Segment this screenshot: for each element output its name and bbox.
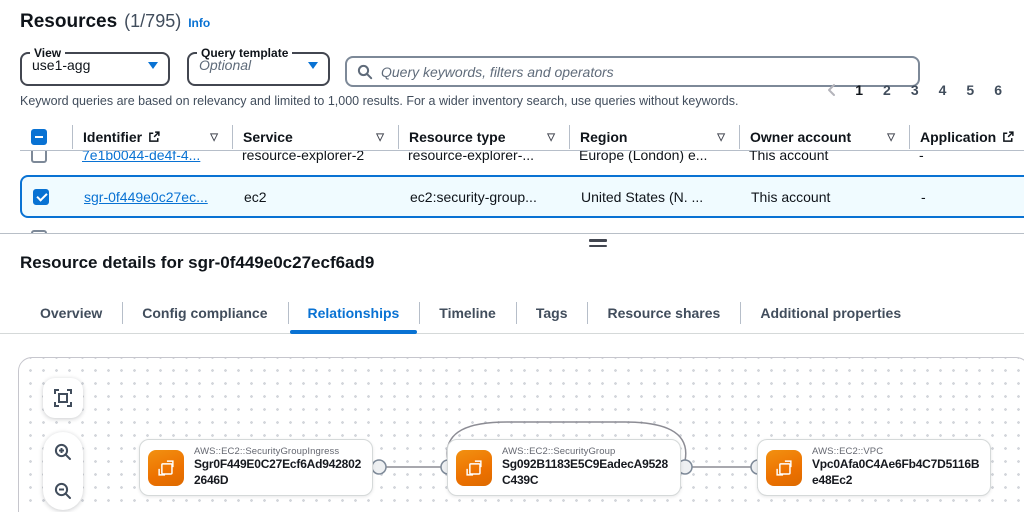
table-row[interactable]: 7e1b0044-de4f-4... resource-explorer-2 r…: [20, 151, 1024, 175]
zoom-controls: [43, 432, 83, 510]
zoom-in-button[interactable]: [43, 432, 83, 471]
zoom-in-icon: [54, 443, 71, 460]
tab-relationships[interactable]: Relationships: [287, 292, 420, 334]
query-search-box[interactable]: [345, 56, 920, 87]
chevron-down-icon: [308, 61, 318, 69]
query-template-label: Query template: [201, 46, 289, 60]
zoom-out-button[interactable]: [43, 471, 83, 510]
diagram-node-security-group-ingress[interactable]: AWS::EC2::SecurityGroupIngress Sgr0F449E…: [139, 439, 373, 496]
zoom-out-icon: [54, 482, 71, 499]
tab-timeline[interactable]: Timeline: [419, 292, 516, 333]
sort-icon[interactable]: ▽: [210, 131, 218, 143]
node-resource-type: AWS::EC2::SecurityGroup: [502, 446, 616, 458]
keyword-note: Keyword queries are based on relevancy a…: [20, 94, 739, 108]
ec2-icon: [456, 449, 492, 486]
search-input[interactable]: [381, 63, 908, 80]
query-template-select[interactable]: Query template Optional: [187, 46, 330, 86]
info-link[interactable]: Info: [188, 16, 211, 30]
tab-config-compliance[interactable]: Config compliance: [122, 292, 287, 333]
pagination-page-1[interactable]: 1: [855, 82, 864, 98]
table-header: Identifier ▽ Service ▽ Resource type ▽ R…: [20, 124, 1024, 151]
view-select-value: use1-agg: [32, 57, 91, 73]
node-resource-type: AWS::EC2::VPC: [812, 446, 884, 458]
resource-counter: (1/795): [124, 11, 182, 31]
column-header-resource-type: Resource type ▽: [398, 125, 569, 149]
page-header: Resources (1/795) Info: [20, 11, 210, 33]
fit-to-screen-icon: [54, 389, 72, 407]
sort-icon[interactable]: ▽: [717, 131, 725, 143]
tab-tags[interactable]: Tags: [515, 292, 588, 333]
pagination: 1 2 3 4 5 6: [820, 80, 1010, 100]
table-row[interactable]: default Asia Pacific (Syd... This accoun…: [20, 218, 1024, 233]
resource-details-title: Resource details for sgr-0f449e0c27ecf6a…: [20, 253, 375, 272]
identifier-link[interactable]: sgr-0f449e0c27ec...: [84, 188, 208, 205]
split-panel-drag-handle[interactable]: [589, 239, 607, 250]
identifier-link[interactable]: default: [82, 230, 124, 233]
ec2-icon: [766, 449, 802, 486]
sort-icon[interactable]: ▽: [376, 131, 384, 143]
row-checkbox[interactable]: [31, 151, 47, 163]
external-link-icon: [149, 131, 160, 142]
node-resource-id: Sgr0F449E0C27Ecf6Ad9428022646D: [194, 457, 362, 487]
row-checkbox[interactable]: [31, 230, 47, 233]
relationships-diagram-canvas[interactable]: AWS::EC2::SecurityGroupIngress Sgr0F449E…: [18, 357, 1024, 512]
node-resource-id: Vpc0Afa0C4Ae6Fb4C7D5116Be48Ec2: [812, 457, 980, 487]
node-resource-type: AWS::EC2::SecurityGroupIngress: [194, 446, 340, 458]
pagination-page-5[interactable]: 5: [966, 82, 975, 98]
column-header-identifier: Identifier ▽: [72, 125, 232, 149]
pagination-prev-icon[interactable]: [820, 81, 843, 99]
ec2-icon: [148, 449, 184, 486]
column-header-owner-account: Owner account ▽: [739, 125, 909, 149]
column-header-region: Region ▽: [569, 125, 739, 149]
row-checkbox-checked[interactable]: [33, 188, 49, 205]
pagination-page-6[interactable]: 6: [994, 82, 1002, 98]
column-header-service: Service ▽: [232, 125, 398, 149]
tab-additional-properties[interactable]: Additional properties: [740, 292, 921, 333]
page-title: Resources: [20, 11, 118, 32]
tab-overview[interactable]: Overview: [40, 305, 103, 321]
pagination-page-2[interactable]: 2: [883, 82, 891, 98]
chevron-down-icon: [148, 61, 158, 69]
table-row-selected[interactable]: sgr-0f449e0c27ec... ec2 ec2:security-gro…: [20, 175, 1024, 218]
diagram-node-vpc[interactable]: AWS::EC2::VPC Vpc0Afa0C4Ae6Fb4C7D5116Be4…: [757, 439, 991, 496]
select-all-checkbox[interactable]: [31, 129, 47, 145]
view-select-label: View: [34, 46, 62, 60]
query-template-value: Optional: [199, 57, 252, 73]
details-tab-bar: Overview Config compliance Relationships…: [0, 292, 1024, 334]
column-header-application: Application: [909, 125, 1024, 149]
search-icon: [357, 64, 373, 79]
node-resource-id: Sg092B1183E5C9EadecA9528C439C: [502, 457, 668, 487]
diagram-node-security-group[interactable]: AWS::EC2::SecurityGroup Sg092B1183E5C9Ea…: [447, 439, 681, 496]
split-panel-divider: [0, 233, 1024, 234]
table-body: 7e1b0044-de4f-4... resource-explorer-2 r…: [20, 151, 1024, 233]
sort-icon[interactable]: ▽: [547, 131, 555, 143]
external-link-icon: [1003, 131, 1014, 142]
identifier-link[interactable]: 7e1b0044-de4f-4...: [82, 151, 201, 163]
fit-to-screen-button[interactable]: [43, 378, 83, 418]
sort-icon[interactable]: ▽: [887, 131, 895, 143]
pagination-page-3[interactable]: 3: [910, 82, 919, 98]
view-select[interactable]: View use1-agg: [20, 46, 170, 86]
pagination-page-4[interactable]: 4: [938, 82, 947, 98]
tab-resource-shares[interactable]: Resource shares: [587, 292, 740, 333]
